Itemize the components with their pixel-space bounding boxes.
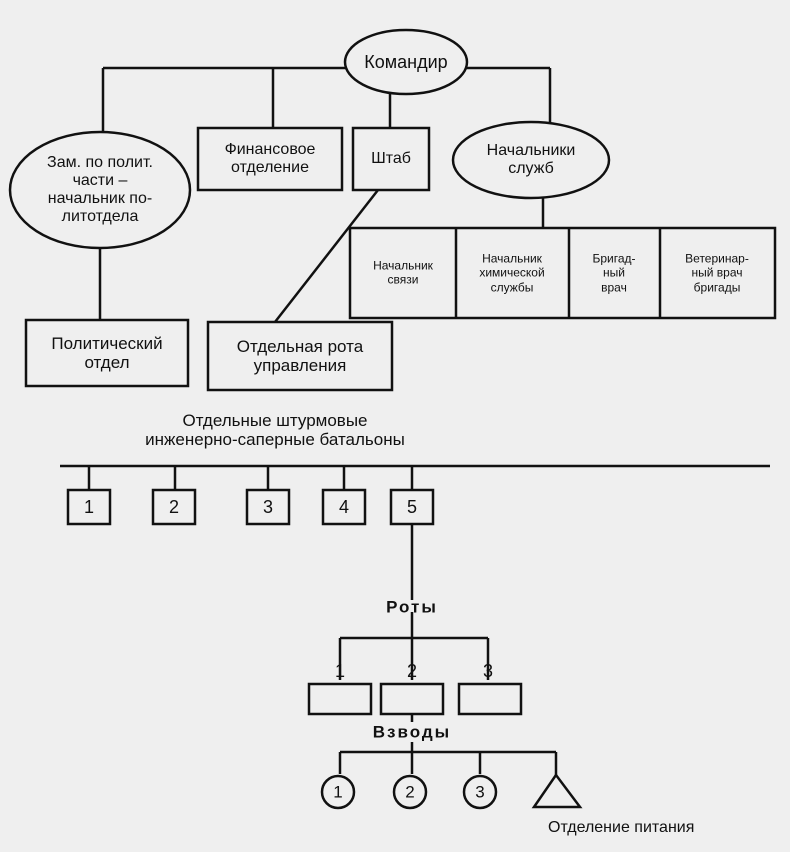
platoon-circle-1 [320, 774, 356, 810]
mgmt-company-box [206, 320, 394, 392]
platoon-circle-2 [392, 774, 428, 810]
platoon-circle-3 [462, 774, 498, 810]
company-box-3 [457, 682, 523, 716]
battalion-box-3 [245, 488, 291, 526]
battalion-box-1 [66, 488, 112, 526]
political-dept-label: Политический отдел [51, 333, 163, 372]
company-box-1 [307, 682, 373, 716]
commander-label: Командир [364, 51, 448, 72]
finance-label: Финансовое отделение [224, 141, 316, 176]
platoon-1: 1 [333, 782, 343, 802]
battalion-5: 5 [406, 496, 418, 517]
battalion-box-2 [151, 488, 197, 526]
political-dept-box [24, 318, 190, 388]
battalion-box-4 [321, 488, 367, 526]
battalion-4: 4 [338, 496, 350, 517]
company-2: 2 [406, 660, 418, 681]
services-table [348, 226, 777, 320]
commander-ellipse [343, 28, 469, 96]
service-cell-1: Начальник связи [373, 258, 433, 287]
services-chiefs-label: Начальники служб [486, 142, 576, 177]
services-chiefs-ellipse [451, 120, 611, 200]
service-cell-3: Бригад- ный врач [592, 251, 636, 295]
company-1: 1 [334, 660, 346, 681]
staff-label: Штаб [371, 150, 411, 168]
platoon-2: 2 [405, 782, 415, 802]
company-3: 3 [482, 660, 494, 681]
service-cell-2: Начальник химической службы [479, 251, 545, 295]
battalions-title: Отдельные штурмовые инженерно-саперные б… [145, 410, 405, 449]
companies-title: Роты [386, 597, 438, 617]
platoons-title: Взводы [372, 722, 452, 742]
deputy-label: Зам. по полит. части – начальник по- лит… [47, 154, 153, 225]
company-box-2 [379, 682, 445, 716]
staff-box [351, 126, 431, 192]
mgmt-company-label: Отдельная рота управления [236, 336, 364, 375]
battalion-3: 3 [262, 496, 274, 517]
food-section-triangle [531, 772, 583, 809]
connector-mgmt-company [274, 189, 379, 323]
battalion-2: 2 [168, 496, 180, 517]
food-section-label: Отделение питания [548, 819, 695, 837]
finance-box [196, 126, 344, 192]
battalion-1: 1 [83, 496, 95, 517]
platoon-3: 3 [475, 782, 485, 802]
service-cell-4: Ветеринар- ный врач бригады [685, 251, 749, 295]
